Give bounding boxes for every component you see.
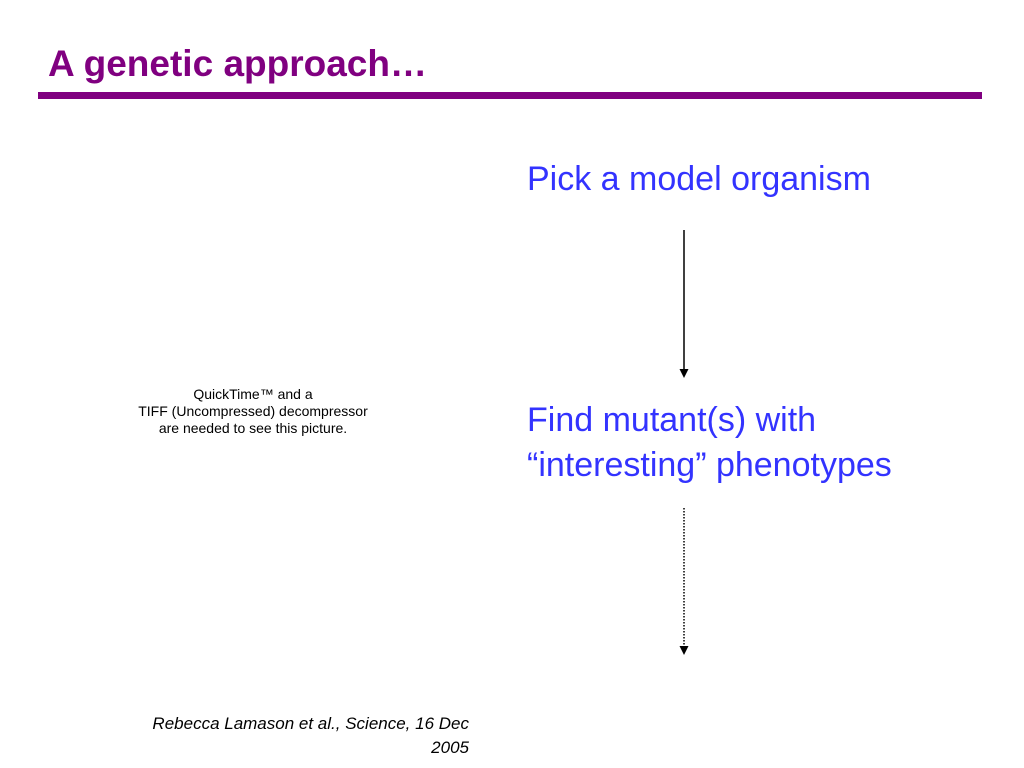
citation-line: 2005 (431, 738, 469, 757)
step-line: “interesting” phenotypes (527, 446, 892, 484)
slide-title: A genetic approach… (48, 43, 427, 84)
citation: Rebecca Lamason et al., Science, 16 Dec … (80, 712, 469, 760)
placeholder-line: TIFF (Uncompressed) decompressor (138, 403, 368, 419)
title-underline-rule (38, 92, 982, 99)
placeholder-line: are needed to see this picture. (158, 420, 348, 436)
citation-line: Rebecca Lamason et al., Science, 16 Dec (152, 714, 469, 733)
solid-down-arrow (679, 230, 689, 378)
dotted-down-arrow (679, 508, 689, 655)
missing-image-placeholder: QuickTime™ and a TIFF (Uncompressed) dec… (100, 386, 406, 437)
step-line: Find mutant(s) with (527, 401, 817, 439)
step-find-mutants: Find mutant(s) with “interesting” phenot… (527, 398, 892, 488)
step-line: Pick a model organism (527, 160, 871, 198)
step-pick-model-organism: Pick a model organism (527, 157, 871, 202)
placeholder-line: QuickTime™ and a (193, 386, 313, 402)
